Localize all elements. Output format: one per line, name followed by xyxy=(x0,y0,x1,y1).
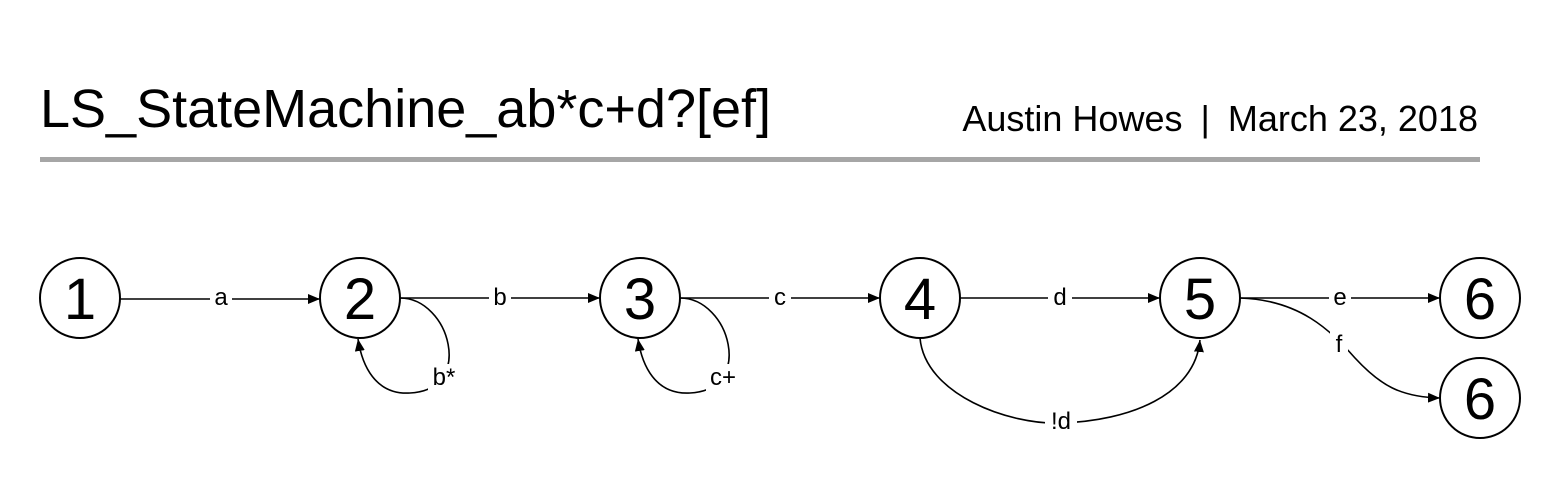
state-5: 5 xyxy=(1159,257,1241,339)
state-4-label: 4 xyxy=(904,267,936,332)
state-6-e-circle xyxy=(1439,257,1521,339)
transition-1-2-label: a xyxy=(214,284,228,311)
transition-4-5-label: d xyxy=(1053,284,1066,311)
state-2: 2 xyxy=(319,257,401,339)
transition-5-6-e: e xyxy=(1240,283,1440,311)
byline-separator: | xyxy=(1200,98,1210,139)
transition-3-4-label: c xyxy=(774,284,786,311)
document-date: March 23, 2018 xyxy=(1227,98,1478,139)
transition-4-5-negated: !d xyxy=(919,337,1204,435)
state-6-f-circle xyxy=(1439,357,1521,439)
state-6-e: 6 xyxy=(1439,257,1521,339)
transition-5-6-f-label: f xyxy=(1336,331,1343,358)
author-name: Austin Howes xyxy=(962,98,1183,139)
state-5-circle xyxy=(1159,257,1241,339)
transition-2-2-loop: b* xyxy=(354,297,460,394)
state-4: 4 xyxy=(879,257,961,339)
byline: Austin Howes | March 23, 2018 xyxy=(962,101,1478,137)
transition-5-6-e-label-bg xyxy=(1329,283,1351,311)
transition-5-6-f-label-bg xyxy=(1330,331,1348,357)
transition-3-3-loop: c+ xyxy=(634,297,740,394)
transition-5-6-f: f xyxy=(1239,297,1441,403)
transition-4-5-label-bg xyxy=(1048,283,1072,311)
transition-2-2-loop-line xyxy=(354,297,450,394)
transition-3-3-loop-label-bg xyxy=(706,364,740,392)
transition-3-4-label-bg xyxy=(769,283,791,311)
state-3: 3 xyxy=(599,257,681,339)
transition-3-3-loop-label: c+ xyxy=(710,364,736,391)
state-6-f-label: 6 xyxy=(1464,367,1496,432)
state-1-circle xyxy=(39,257,121,339)
transition-2-3: b xyxy=(400,283,600,311)
transition-1-2-label-bg xyxy=(210,284,232,312)
state-5-label: 5 xyxy=(1184,267,1216,332)
state-3-circle xyxy=(599,257,681,339)
transition-2-2-loop-label: b* xyxy=(433,364,456,391)
transition-3-4: c xyxy=(680,283,880,311)
transition-1-2: a xyxy=(120,284,320,312)
transition-2-3-label: b xyxy=(493,284,506,311)
transition-4-5-negated-label-bg xyxy=(1045,407,1077,435)
page-title: LS_StateMachine_ab*c+d?[ef] xyxy=(40,79,772,139)
transition-5-6-e-label: e xyxy=(1333,284,1346,311)
state-2-circle xyxy=(319,257,401,339)
state-1-label: 1 xyxy=(64,267,96,332)
state-1: 1 xyxy=(39,257,121,339)
state-2-label: 2 xyxy=(344,267,376,332)
header-divider xyxy=(40,157,1480,162)
transition-2-3-label-bg xyxy=(489,283,511,311)
transition-5-6-f-line xyxy=(1239,297,1441,403)
transition-4-5: d xyxy=(960,283,1160,311)
state-4-circle xyxy=(879,257,961,339)
transition-2-2-loop-label-bg xyxy=(428,364,460,392)
state-6-e-label: 6 xyxy=(1464,267,1496,332)
state-3-label: 3 xyxy=(624,267,656,332)
transition-4-5-negated-label: !d xyxy=(1051,408,1071,435)
state-6-f: 6 xyxy=(1439,357,1521,439)
